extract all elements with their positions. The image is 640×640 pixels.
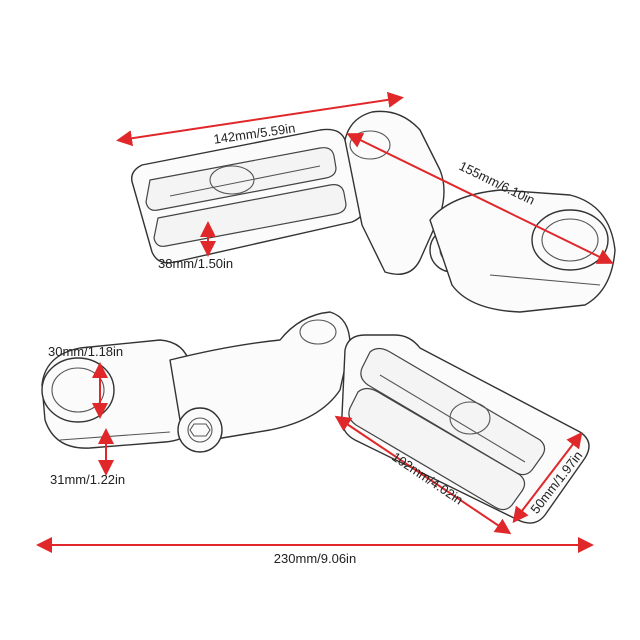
overall-length-label: 230mm/9.06in (274, 551, 356, 566)
top-arm-length-arrow (346, 133, 614, 264)
top-peg-width-label: 38mm/1.50in (158, 256, 233, 271)
clamp-outer-diameter-label: 31mm/1.22in (50, 472, 125, 487)
top-peg-length-arrow (116, 91, 404, 147)
bottom-peg-width-arrow (512, 431, 583, 524)
clamp-inner-diameter-label: 30mm/1.18in (48, 344, 123, 359)
bottom-peg-length-arrow (334, 415, 512, 535)
dimension-lines (36, 91, 614, 553)
top-foot-peg-illustration (130, 110, 616, 313)
bottom-foot-peg-illustration (41, 311, 590, 524)
